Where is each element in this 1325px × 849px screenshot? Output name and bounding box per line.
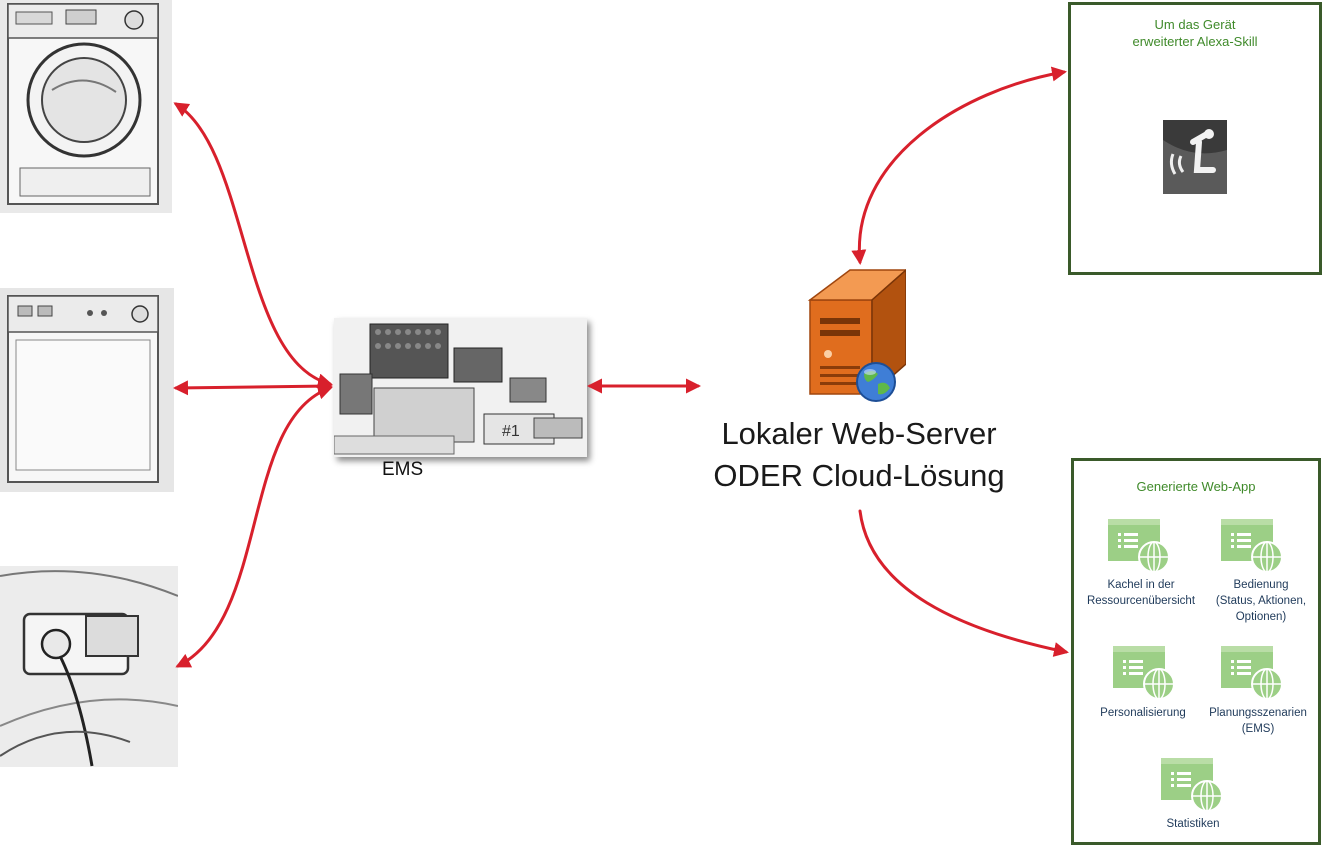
- web-app-tile-icon: [1108, 519, 1174, 582]
- arrow-ems-ev-charger: [175, 384, 333, 668]
- web-app-panel: Generierte Web-App Kachel in der Ressour…: [1071, 458, 1321, 845]
- alexa-skill-panel: Um das Gerät erweiterter Alexa-Skill: [1068, 2, 1322, 275]
- washing-machine-image: [0, 0, 172, 213]
- arrow-server-web-app: [858, 509, 1069, 657]
- web-app-item: Bedienung (Status, Aktionen, Optionen): [1200, 577, 1322, 625]
- web-app-item-caption: Statistiken: [1166, 818, 1220, 830]
- ems-board-image: #1: [334, 318, 587, 457]
- arrow-ems-washing-machine: [173, 102, 333, 389]
- arrow-ems-dishwasher: [173, 378, 333, 396]
- web-app-tile-icon: [1221, 519, 1287, 582]
- dishwasher-image: [0, 288, 174, 492]
- web-app-item-caption: Bedienung: [1233, 579, 1289, 591]
- web-app-tile-icon: [1161, 758, 1227, 821]
- alexa-panel-title-line1: Um das Gerät: [1154, 17, 1236, 32]
- web-app-item-caption: Personalisierung: [1100, 707, 1186, 719]
- arrow-server-alexa: [851, 66, 1067, 265]
- web-app-tile-icon: [1113, 646, 1179, 709]
- web-app-item-caption: (Status, Aktionen,: [1215, 595, 1307, 607]
- ev-charger-image: [0, 566, 178, 767]
- svg-text:#1: #1: [502, 423, 520, 440]
- alexa-panel-title: Um das Gerät erweiterter Alexa-Skill: [1071, 16, 1319, 50]
- alexa-skill-icon: [1163, 120, 1227, 194]
- web-app-item-caption: (EMS): [1241, 723, 1275, 735]
- web-app-tile-icon: [1221, 646, 1287, 709]
- web-app-item: Kachel in der Ressourcenübersicht: [1078, 577, 1204, 609]
- globe-icon: [854, 360, 898, 404]
- web-app-item: Statistiken: [1138, 816, 1248, 832]
- server-label: Lokaler Web-Server ODER Cloud-Lösung: [700, 413, 1018, 497]
- web-app-item: Personalisierung: [1088, 705, 1198, 721]
- web-app-panel-title: Generierte Web-App: [1136, 479, 1256, 494]
- web-app-item: Planungsszenarien (EMS): [1198, 705, 1318, 737]
- server-label-line2: ODER Cloud-Lösung: [713, 458, 1005, 493]
- web-app-item-caption: Planungsszenarien: [1209, 707, 1307, 719]
- server-label-line1: Lokaler Web-Server: [721, 416, 997, 451]
- ems-label: EMS: [382, 459, 424, 480]
- web-app-item-caption: Ressourcenübersicht: [1086, 595, 1196, 607]
- web-app-item-caption: Kachel in der: [1107, 579, 1175, 591]
- alexa-panel-title-line2: erweiterter Alexa-Skill: [1132, 34, 1258, 49]
- web-app-item-caption: Optionen): [1235, 611, 1287, 623]
